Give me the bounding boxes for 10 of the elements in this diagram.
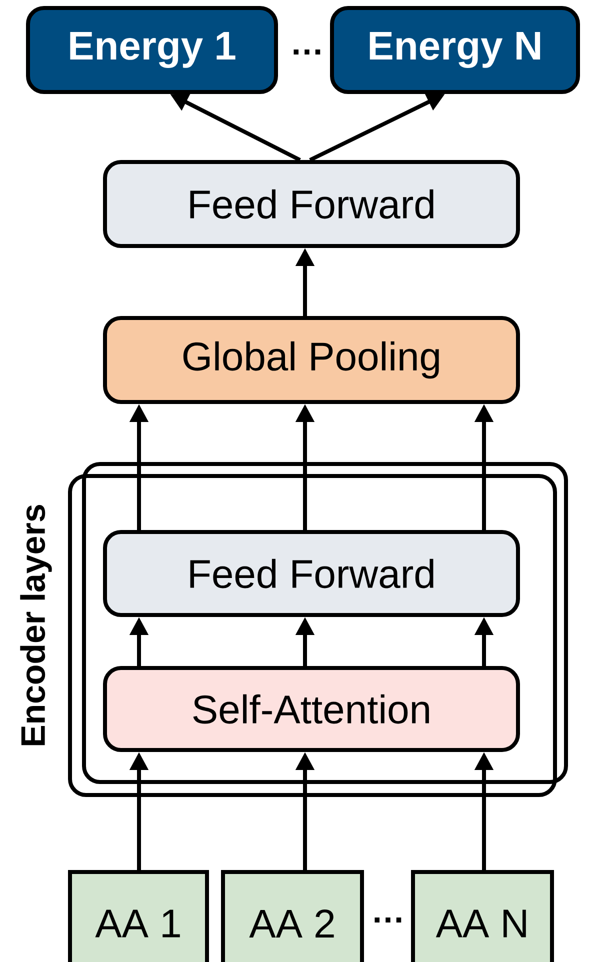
input-box: AA N — [411, 870, 554, 962]
ellipsis: … — [294, 49, 320, 55]
ellipsis: … — [374, 917, 402, 923]
pooling-box: Global Pooling — [103, 316, 520, 404]
layer-box: Feed Forward — [103, 160, 520, 248]
output-box: Energy 1 — [26, 6, 278, 94]
stack-heading: Encoder layers — [20, 505, 52, 746]
output-box: Energy N — [330, 6, 580, 94]
input-box: AA 2 — [221, 870, 364, 962]
input-box: AA 1 — [68, 870, 209, 962]
